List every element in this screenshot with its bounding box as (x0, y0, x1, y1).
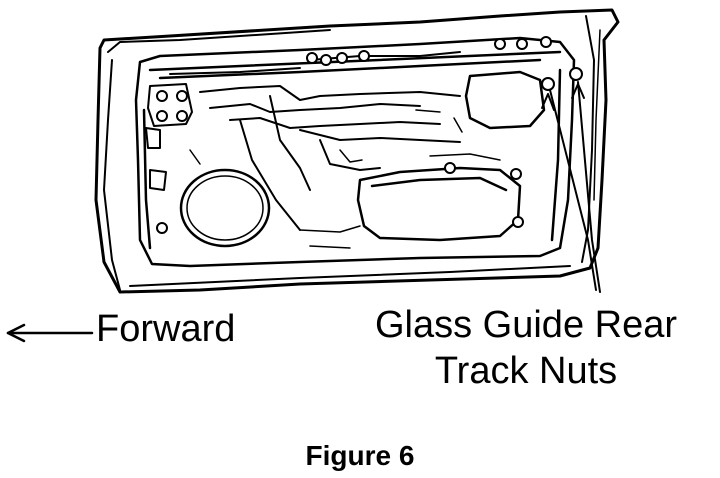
callout-leader-lines (541, 81, 601, 293)
fastener (156, 222, 168, 234)
forward-arrow-icon (6, 323, 94, 343)
inner-panel-outline (134, 36, 576, 268)
glass-guide-callout: Glass Guide Rear Track Nuts (346, 302, 706, 394)
fastener (510, 168, 522, 180)
door-outer-shell (94, 8, 620, 294)
fastener (176, 110, 188, 122)
speaker-opening (179, 168, 271, 248)
fastener (156, 110, 168, 122)
lower-access-opening (356, 166, 522, 242)
fastener (306, 52, 318, 64)
fastener (444, 162, 456, 174)
rear-track-nut (569, 67, 583, 81)
rear-track-nut (541, 77, 555, 91)
forward-label: Forward (96, 308, 236, 350)
trim-lines (189, 109, 501, 249)
fastener (512, 216, 524, 228)
fastener (156, 90, 168, 102)
fastener (516, 38, 528, 50)
fastener (320, 54, 332, 66)
callout-line-2: Track Nuts (434, 350, 618, 392)
fastener (358, 50, 370, 62)
fastener (176, 90, 188, 102)
fastener (494, 38, 506, 50)
fasteners (156, 36, 583, 234)
handle-cutout (145, 83, 193, 191)
rear-upper-opening (464, 70, 546, 130)
callout-line-1: Glass Guide Rear (374, 304, 677, 346)
upper-channel (169, 51, 461, 231)
fastener (540, 36, 552, 48)
fastener (336, 52, 348, 64)
figure-caption: Figure 6 (305, 440, 415, 471)
